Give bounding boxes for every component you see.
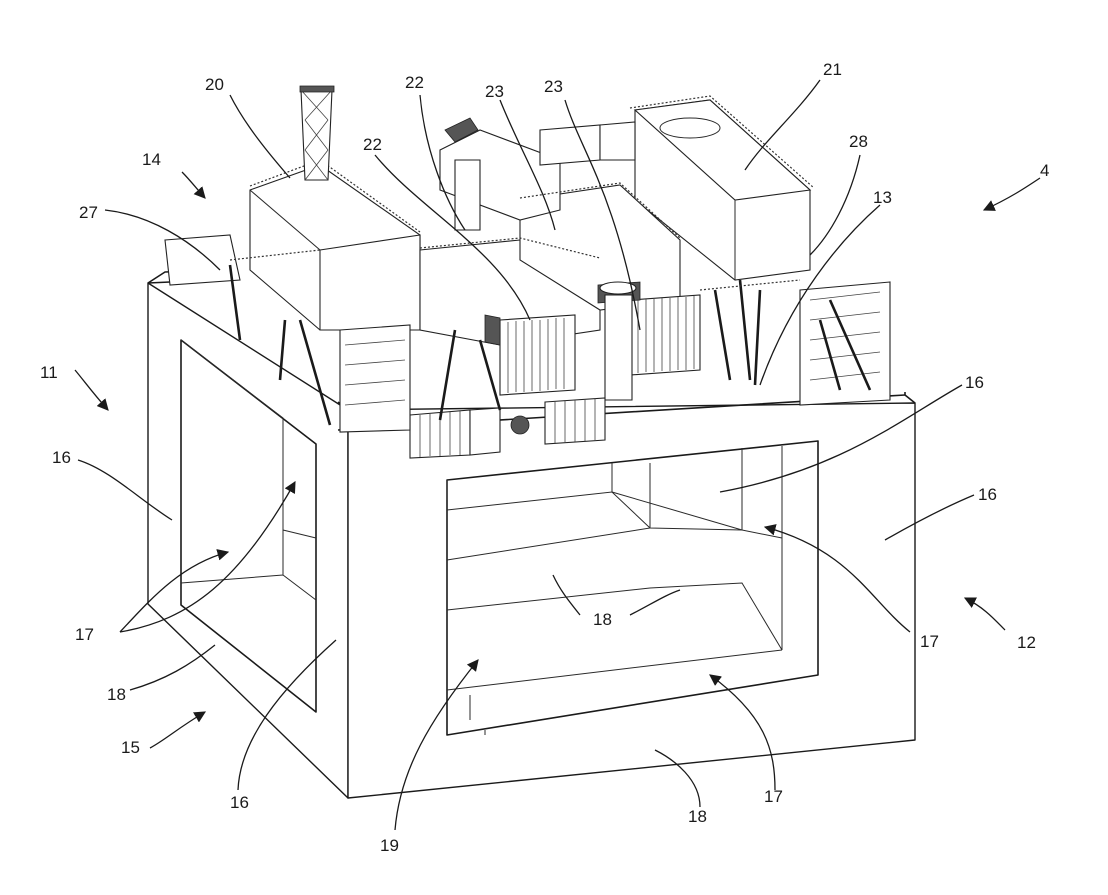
label-17-bottom: 17: [764, 787, 783, 806]
label-23-right: 23: [544, 77, 563, 96]
label-23-left: 23: [485, 82, 504, 101]
label-28: 28: [849, 132, 868, 151]
module-20: [250, 86, 420, 330]
label-17-right: 17: [920, 632, 939, 651]
label-16-right: 16: [978, 485, 997, 504]
label-27: 27: [79, 203, 98, 222]
label-20: 20: [205, 75, 224, 94]
label-11: 11: [40, 363, 58, 382]
left-side-face: [148, 283, 348, 798]
label-16-top-right: 16: [965, 373, 984, 392]
label-21: 21: [823, 60, 842, 79]
label-18-bottom: 18: [688, 807, 707, 826]
label-14: 14: [142, 150, 161, 169]
label-18-center: 18: [593, 610, 612, 629]
label-22-upper: 22: [405, 73, 424, 92]
label-16-bottom: 16: [230, 793, 249, 812]
label-19: 19: [380, 836, 399, 855]
label-15: 15: [121, 738, 140, 757]
front-side-face: [348, 403, 915, 798]
label-16-left: 16: [52, 448, 71, 467]
label-12: 12: [1017, 633, 1036, 652]
label-4: 4: [1040, 161, 1049, 180]
label-18-left: 18: [107, 685, 126, 704]
label-22-lower: 22: [363, 135, 382, 154]
label-13: 13: [873, 188, 892, 207]
label-17-left: 17: [75, 625, 94, 644]
